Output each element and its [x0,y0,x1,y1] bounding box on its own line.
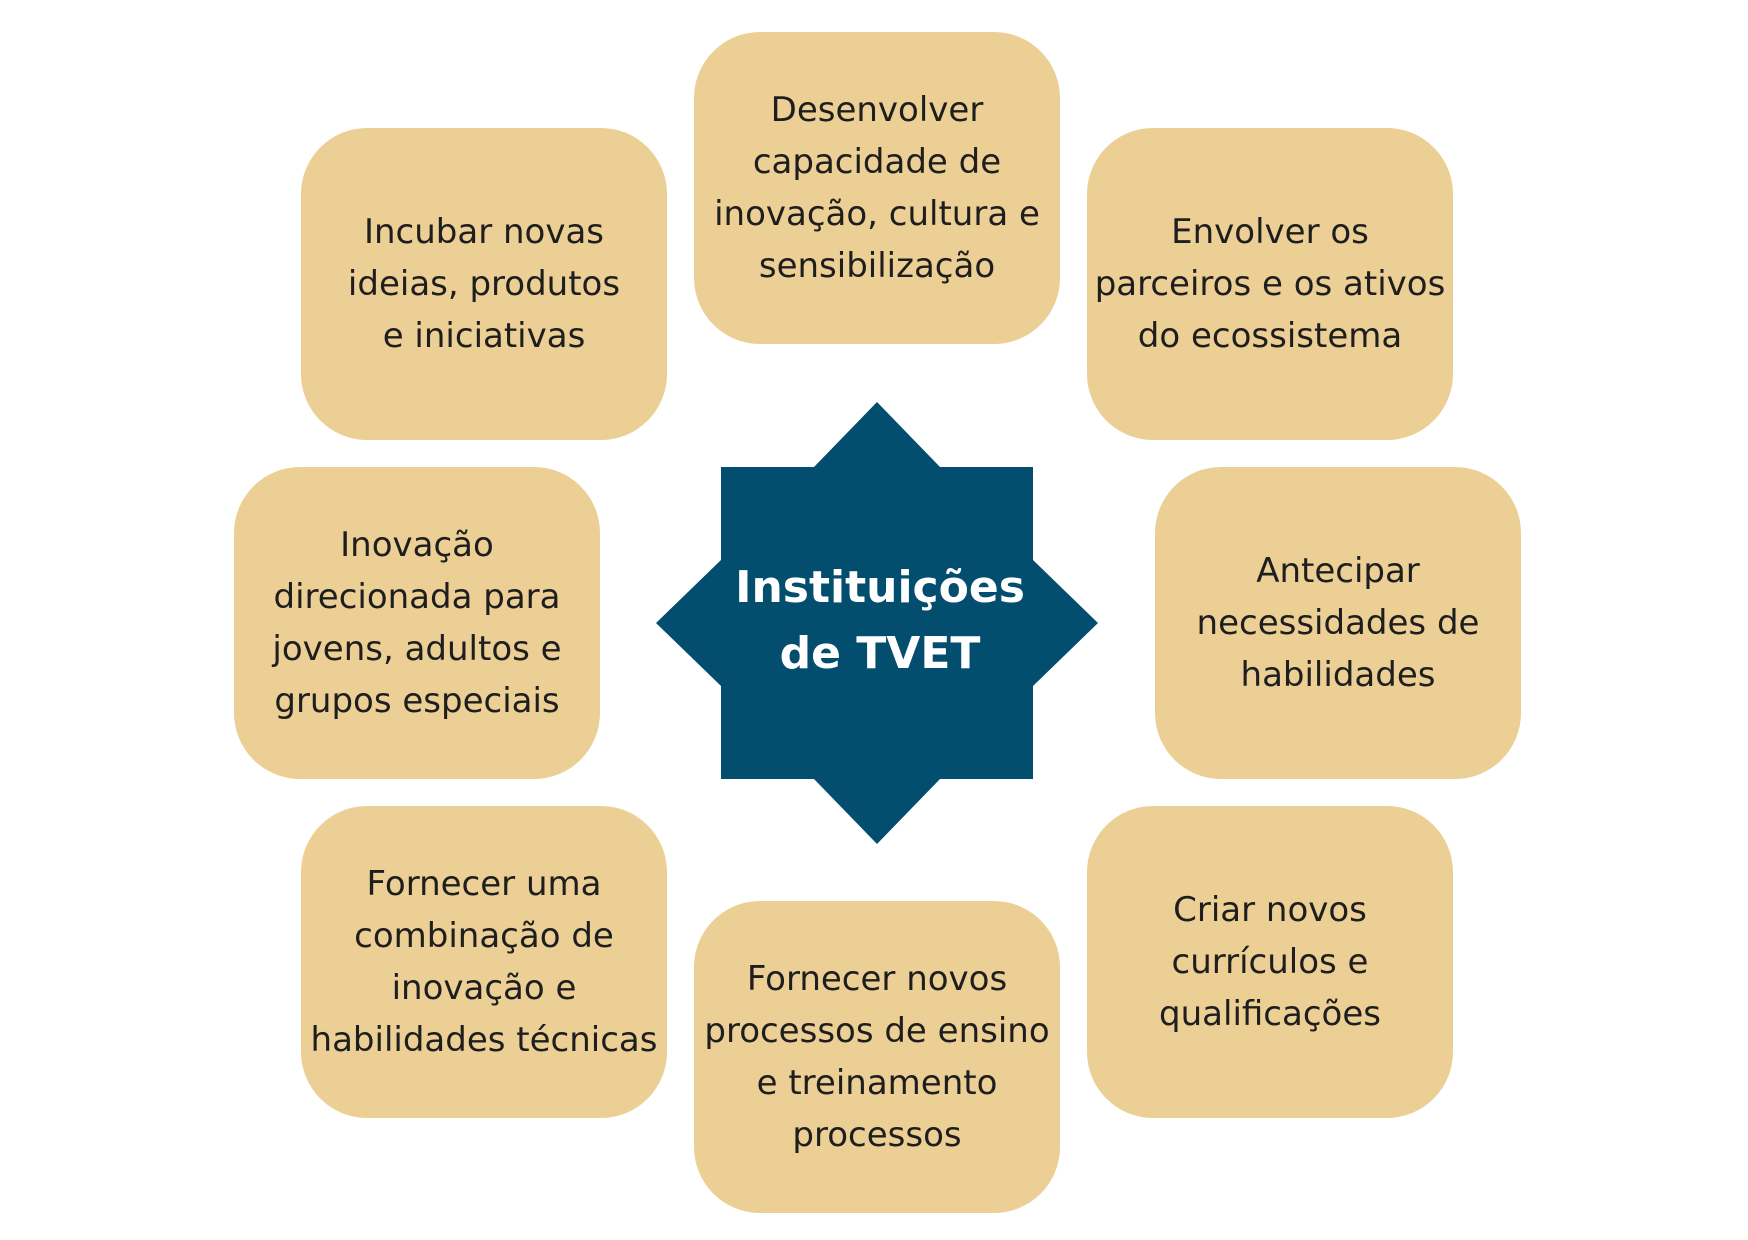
box-anticipate-skills: Antecipar necessidades de habilidades [1155,467,1521,779]
star-polygon [656,402,1098,844]
box-innovation-technical-skills: Fornecer uma combinação de inovação e ha… [301,806,667,1118]
box-teaching-processes: Fornecer novos processos de ensino e tre… [694,901,1060,1213]
box-line: sensibilização [758,246,996,286]
box-line: grupos especiais [274,681,560,721]
box-line: habilidades técnicas [310,1020,658,1060]
box-incubate-ideas-text: Incubar novas ideias, produtos e iniciat… [348,206,620,362]
box-line: capacidade de [752,142,1002,182]
box-line: processos de ensino [704,1011,1050,1051]
box-targeted-innovation-text: Inovação direcionada para jovens, adulto… [272,519,561,727]
center-title-line-1: Instituições [735,562,1025,613]
box-line: Incubar novas [363,212,605,252]
box-innovation-technical-skills-text: Fornecer uma combinação de inovação e ha… [311,858,658,1066]
box-line: Fornecer uma [366,864,602,904]
box-line: necessidades de [1196,603,1480,643]
box-new-curricula: Criar novos currículos e qualificações [1087,806,1453,1118]
box-line: Desenvolver [770,90,984,130]
box-line: qualificações [1159,994,1381,1034]
box-line: currículos e [1171,942,1369,982]
box-line: direcionada para [273,577,561,617]
box-line: do ecossistema [1137,316,1403,356]
box-line: Inovação [340,525,494,565]
box-ecosystem-partners: Envolver os parceiros e os ativos do eco… [1087,128,1453,440]
box-line: Criar novos [1173,890,1367,930]
box-innovation-capacity: Desenvolver capacidade de inovação, cult… [694,32,1060,344]
center-title-line-2: de TVET [779,628,981,679]
box-line: inovação e [391,968,577,1008]
box-line: habilidades [1240,655,1436,695]
box-line: combinação de [354,916,614,956]
box-ecosystem-partners-text: Envolver os parceiros e os ativos do eco… [1095,206,1446,362]
box-line: parceiros e os ativos [1094,264,1446,304]
box-innovation-capacity-text: Desenvolver capacidade de inovação, cult… [714,84,1040,292]
box-new-curricula-text: Criar novos currículos e qualificações [1159,884,1381,1040]
box-teaching-processes-text: Fornecer novos processos de ensino e tre… [704,953,1049,1161]
box-line: Envolver os [1171,212,1369,252]
box-line: inovação, cultura e [714,194,1040,234]
center-title: Instituições de TVET [680,555,1080,687]
box-anticipate-skills-text: Antecipar necessidades de habilidades [1197,545,1480,701]
box-targeted-innovation: Inovação direcionada para jovens, adulto… [234,467,600,779]
box-line: Antecipar [1256,551,1420,591]
box-line: e iniciativas [382,316,586,356]
box-line: Fornecer novos [746,959,1008,999]
box-line: jovens, adultos e [272,629,562,669]
box-incubate-ideas: Incubar novas ideias, produtos e iniciat… [301,128,667,440]
box-line: ideias, produtos [347,264,621,304]
box-line: e treinamento [756,1063,998,1103]
box-line: processos [792,1115,962,1155]
